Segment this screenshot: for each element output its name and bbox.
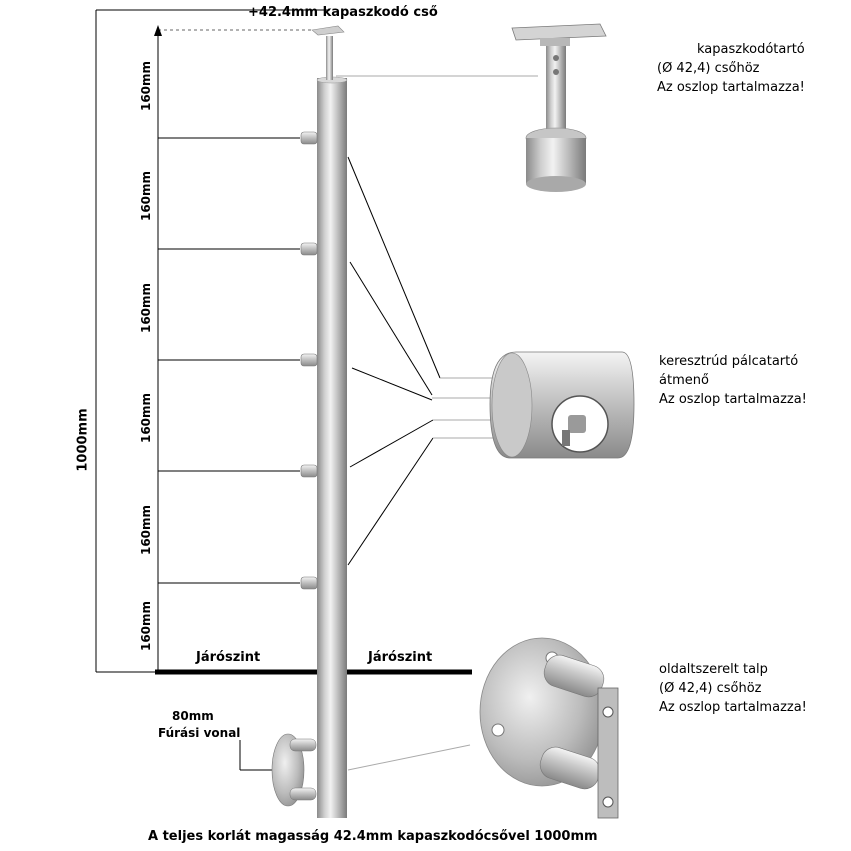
callout-line: Az oszlop tartalmazza!: [659, 392, 807, 407]
cross-rod-holder-callout: keresztrúd pálcatartó átmenő Az oszlop t…: [659, 352, 807, 409]
top-label: +42.4mm kapaszkodó cső: [248, 5, 438, 20]
callout-line: átmenő: [659, 373, 709, 388]
segment-label: 160mm: [139, 504, 153, 556]
segment-label: 160mm: [139, 282, 153, 334]
callout-line: Az oszlop tartalmazza!: [659, 700, 807, 715]
handrail-holder-callout: kapaszkodótartó (Ø 42,4) csőhöz Az oszlo…: [657, 40, 805, 97]
segment-label: 160mm: [139, 600, 153, 652]
drill-line-label: Fúrási vonal: [158, 726, 241, 740]
post: [271, 25, 348, 818]
floor-label-right: Járószint: [368, 650, 433, 665]
callout-line: Az oszlop tartalmazza!: [657, 80, 805, 95]
segment-label: 160mm: [139, 170, 153, 222]
callout-line: (Ø 42,4) csőhöz: [659, 681, 762, 696]
segment-label: 160mm: [139, 60, 153, 112]
cross-rod-holder-illustration: [489, 351, 635, 459]
dimension-lines: [95, 9, 330, 771]
callout-line: kapaszkodótartó: [697, 42, 805, 57]
side-base-illustration: [479, 637, 619, 819]
callout-line: oldaltszerelt talp: [659, 662, 768, 677]
dimension-arrow: [154, 25, 162, 36]
bottom-caption: A teljes korlát magasság 42.4mm kapaszko…: [148, 829, 598, 844]
total-height-label: 1000mm: [75, 408, 91, 472]
handrail-holder-illustration: [511, 23, 607, 192]
leader-lines: [336, 75, 538, 771]
drill-depth-label: 80mm: [172, 709, 214, 723]
floor-label-left: Járószint: [196, 650, 261, 665]
segment-label: 160mm: [139, 392, 153, 444]
callout-line: (Ø 42,4) csőhöz: [657, 61, 760, 76]
side-base-callout: oldaltszerelt talp (Ø 42,4) csőhöz Az os…: [659, 660, 807, 717]
callout-line: keresztrúd pálcatartó: [659, 354, 799, 369]
